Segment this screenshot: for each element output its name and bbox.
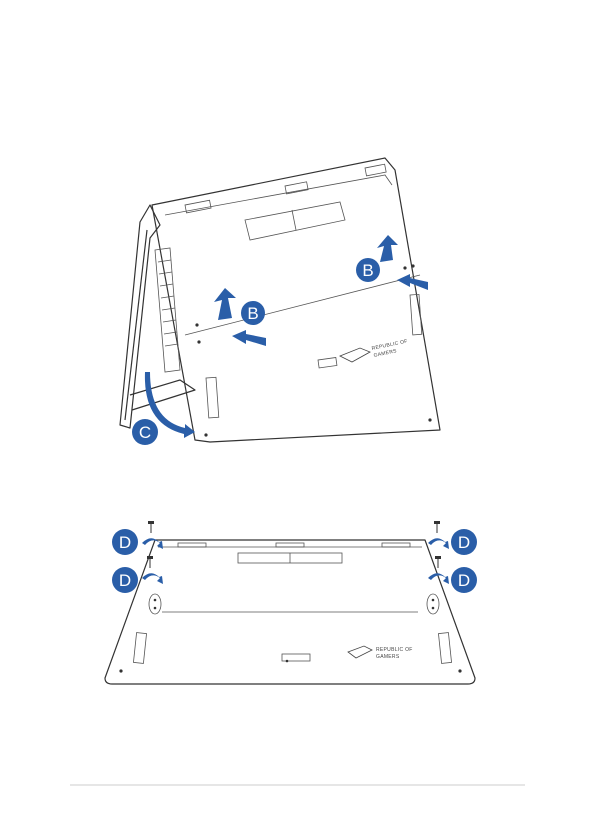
rubber-foot-left: [206, 377, 219, 418]
screw-hole: [154, 607, 157, 610]
bottom-vent-grille-flat: [282, 654, 310, 661]
panel-seam: [185, 275, 420, 335]
lift-arrow-right: [377, 235, 398, 262]
upper-recess: [245, 202, 345, 240]
rubber-foot-right: [410, 294, 422, 335]
screw-hole: [458, 669, 461, 672]
screw-hole: [286, 660, 289, 663]
side-vent: [155, 248, 180, 372]
screw-hole: [197, 340, 200, 343]
callout-d-left-upper: D: [112, 529, 138, 555]
pry-arrow-right: [397, 274, 428, 290]
screw-hole: [411, 264, 414, 267]
screw-hole: [432, 599, 435, 602]
screw-hole: [204, 433, 207, 436]
laptop-tent-mode-figure: REPUBLIC OF GAMERS B B C: [120, 158, 440, 445]
screw-icon: [147, 556, 153, 568]
pry-arrow-left: [232, 330, 266, 346]
unscrew-arrow-icon: [428, 538, 449, 549]
laptop-bottom-view-figure: REPUBLIC OF GAMERS: [105, 521, 477, 684]
screw-hole: [403, 266, 406, 269]
bottom-vent-grille: [318, 357, 337, 367]
screw-hole: [432, 607, 435, 610]
callout-c: C: [132, 419, 158, 445]
screw-icon: [148, 521, 154, 533]
upper-recess-divider: [292, 210, 296, 230]
bottom-panel-outline: [152, 158, 440, 442]
logo-flat-line2: GAMERS: [376, 654, 400, 660]
callout-b-right-label: B: [362, 261, 373, 280]
rog-logo: REPUBLIC OF GAMERS: [340, 338, 408, 362]
callout-d-left-lower-label: D: [119, 571, 131, 590]
rubber-foot-left-flat: [133, 633, 146, 664]
callout-d-right-lower-label: D: [458, 571, 470, 590]
callout-d-left-upper-label: D: [119, 533, 131, 552]
screw-hole: [119, 669, 122, 672]
lift-arrow-left: [214, 288, 236, 320]
display-lid: [120, 205, 160, 428]
rear-vent-right-flat: [382, 543, 410, 547]
rear-vent-center: [285, 182, 308, 194]
callout-b-left: B: [241, 301, 265, 325]
rog-logo-flat: REPUBLIC OF GAMERS: [348, 646, 413, 660]
callout-d-right-lower: D: [451, 567, 477, 593]
screw-icon: [434, 521, 440, 533]
callout-d-right-upper: D: [451, 529, 477, 555]
screw-hole: [154, 599, 157, 602]
callout-b-left-label: B: [247, 304, 258, 323]
screw-highlight-right: [427, 594, 439, 614]
screw-icon: [435, 556, 441, 568]
screw-highlight-left: [149, 594, 161, 614]
rear-vent-left-flat: [178, 543, 206, 547]
screw-hole: [428, 418, 431, 421]
unscrew-arrow-icon: [142, 573, 163, 584]
rubber-foot-right-flat: [438, 633, 451, 664]
screw-hole: [195, 323, 198, 326]
callout-d-left-lower: D: [112, 567, 138, 593]
callout-c-label: C: [139, 423, 151, 442]
rear-vent-right: [365, 164, 386, 176]
callout-b-right: B: [356, 258, 380, 282]
rear-vent-center-flat: [276, 543, 304, 547]
callout-d-right-upper-label: D: [458, 533, 470, 552]
logo-flat-line1: REPUBLIC OF: [376, 647, 413, 653]
